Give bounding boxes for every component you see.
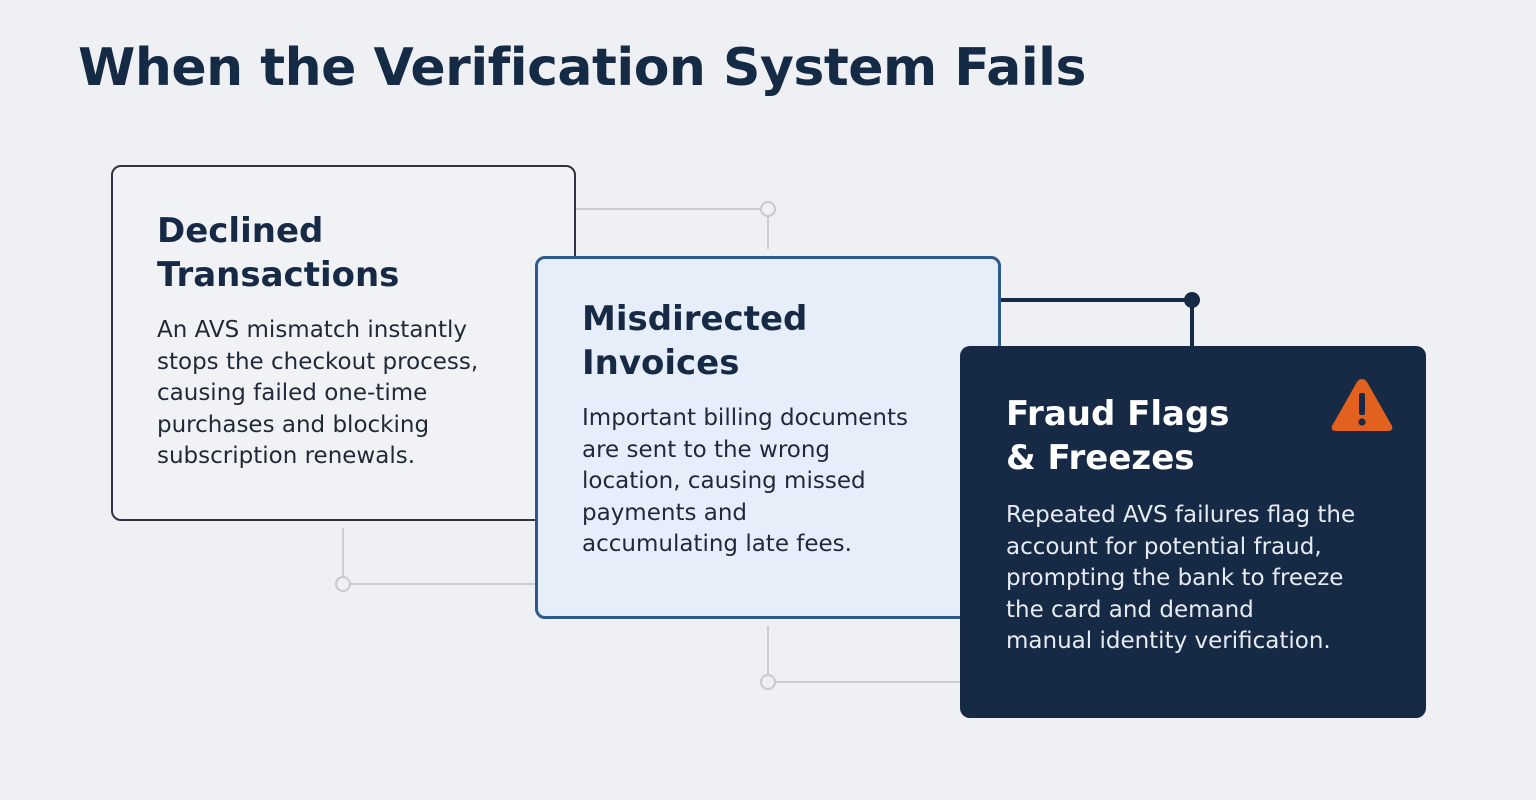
card-misdirected-invoices: Misdirected Invoices Important billing d… [535, 256, 1001, 619]
card-body: An AVS mismatch instantly stops the chec… [157, 317, 479, 469]
card-body: Repeated AVS failures flag the account f… [1006, 502, 1356, 654]
warning-icon [1331, 379, 1393, 431]
connector-node-left-bottom [335, 576, 351, 592]
card-heading: Misdirected Invoices [582, 299, 808, 383]
connector-node-top [760, 201, 776, 217]
card-body: Important billing documents are sent to … [582, 405, 909, 557]
card-declined-transactions: Declined Transactions An AVS mismatch in… [111, 165, 576, 521]
connector-node-dark [1184, 292, 1200, 308]
card-heading: Fraud Flags & Freezes [1006, 394, 1230, 478]
card-fraud-flags: Fraud Flags & Freezes Repeated AVS failu… [960, 346, 1426, 718]
page-title: When the Verification System Fails [78, 38, 1086, 98]
connector-node-mid-bottom [760, 674, 776, 690]
card-heading: Declined Transactions [157, 211, 400, 295]
